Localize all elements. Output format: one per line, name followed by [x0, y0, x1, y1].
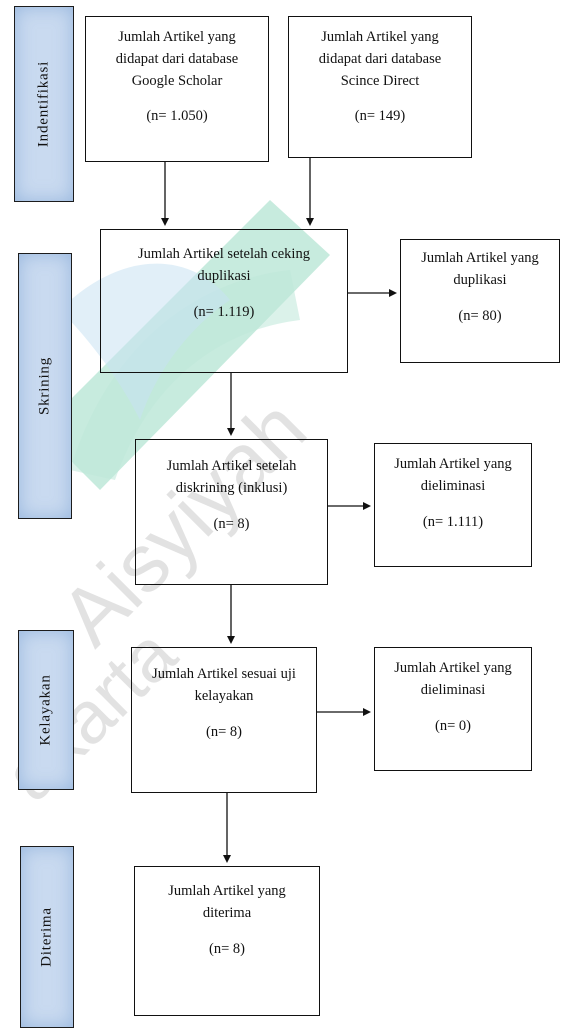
box-after-screening-count: (n= 8) [213, 515, 250, 532]
stage-skrining: Skrining [18, 253, 72, 519]
box-after-dedup-count: (n= 1.119) [193, 303, 255, 320]
box-duplicates-count: (n= 80) [458, 307, 502, 324]
box-included: Jumlah Artikel yang diterima (n= 8) [134, 866, 320, 1016]
box-science-direct-count: (n= 149) [354, 108, 406, 125]
box-eligibility: Jumlah Artikel sesuai uji kelayakan (n= … [131, 647, 317, 793]
watermark-logo-blue [60, 263, 230, 420]
box-eliminated-eligibility-count: (n= 0) [435, 717, 471, 734]
box-science-direct-text: Jumlah Artikel yang didapat dari databas… [318, 29, 442, 89]
box-after-screening-text: Jumlah Artikel setelah diskrining (inklu… [166, 458, 297, 496]
box-eliminated-screening-text: Jumlah Artikel yang dieliminasi [394, 456, 512, 494]
box-included-count: (n= 8) [209, 940, 245, 957]
stage-identifikasi: Indentifikasi [14, 6, 74, 202]
box-eligibility-text: Jumlah Artikel sesuai uji kelayakan [152, 666, 296, 704]
stage-kelayakan: Kelayakan [18, 630, 74, 790]
box-eliminated-screening-count: (n= 1.111) [422, 513, 484, 530]
box-after-screening: Jumlah Artikel setelah diskrining (inklu… [135, 439, 328, 585]
box-after-dedup-text: Jumlah Artikel setelah ceking duplikasi [138, 246, 310, 284]
box-google-scholar-count: (n= 1.050) [146, 108, 208, 125]
box-google-scholar: Jumlah Artikel yang didapat dari databas… [85, 16, 269, 162]
watermark-logo-green-2 [70, 270, 300, 480]
box-after-dedup: Jumlah Artikel setelah ceking duplikasi … [100, 229, 348, 373]
box-eliminated-screening: Jumlah Artikel yang dieliminasi (n= 1.11… [374, 443, 532, 567]
box-included-text: Jumlah Artikel yang diterima [168, 883, 286, 921]
box-google-scholar-text: Jumlah Artikel yang didapat dari databas… [115, 29, 239, 89]
box-eligibility-count: (n= 8) [206, 723, 242, 740]
box-eliminated-eligibility: Jumlah Artikel yang dieliminasi (n= 0) [374, 647, 532, 771]
stage-diterima: Diterima [20, 846, 74, 1028]
box-duplicates: Jumlah Artikel yang duplikasi (n= 80) [400, 239, 560, 363]
box-eliminated-eligibility-text: Jumlah Artikel yang dieliminasi [394, 660, 512, 698]
box-science-direct: Jumlah Artikel yang didapat dari databas… [288, 16, 472, 158]
box-duplicates-text: Jumlah Artikel yang duplikasi [421, 250, 539, 288]
